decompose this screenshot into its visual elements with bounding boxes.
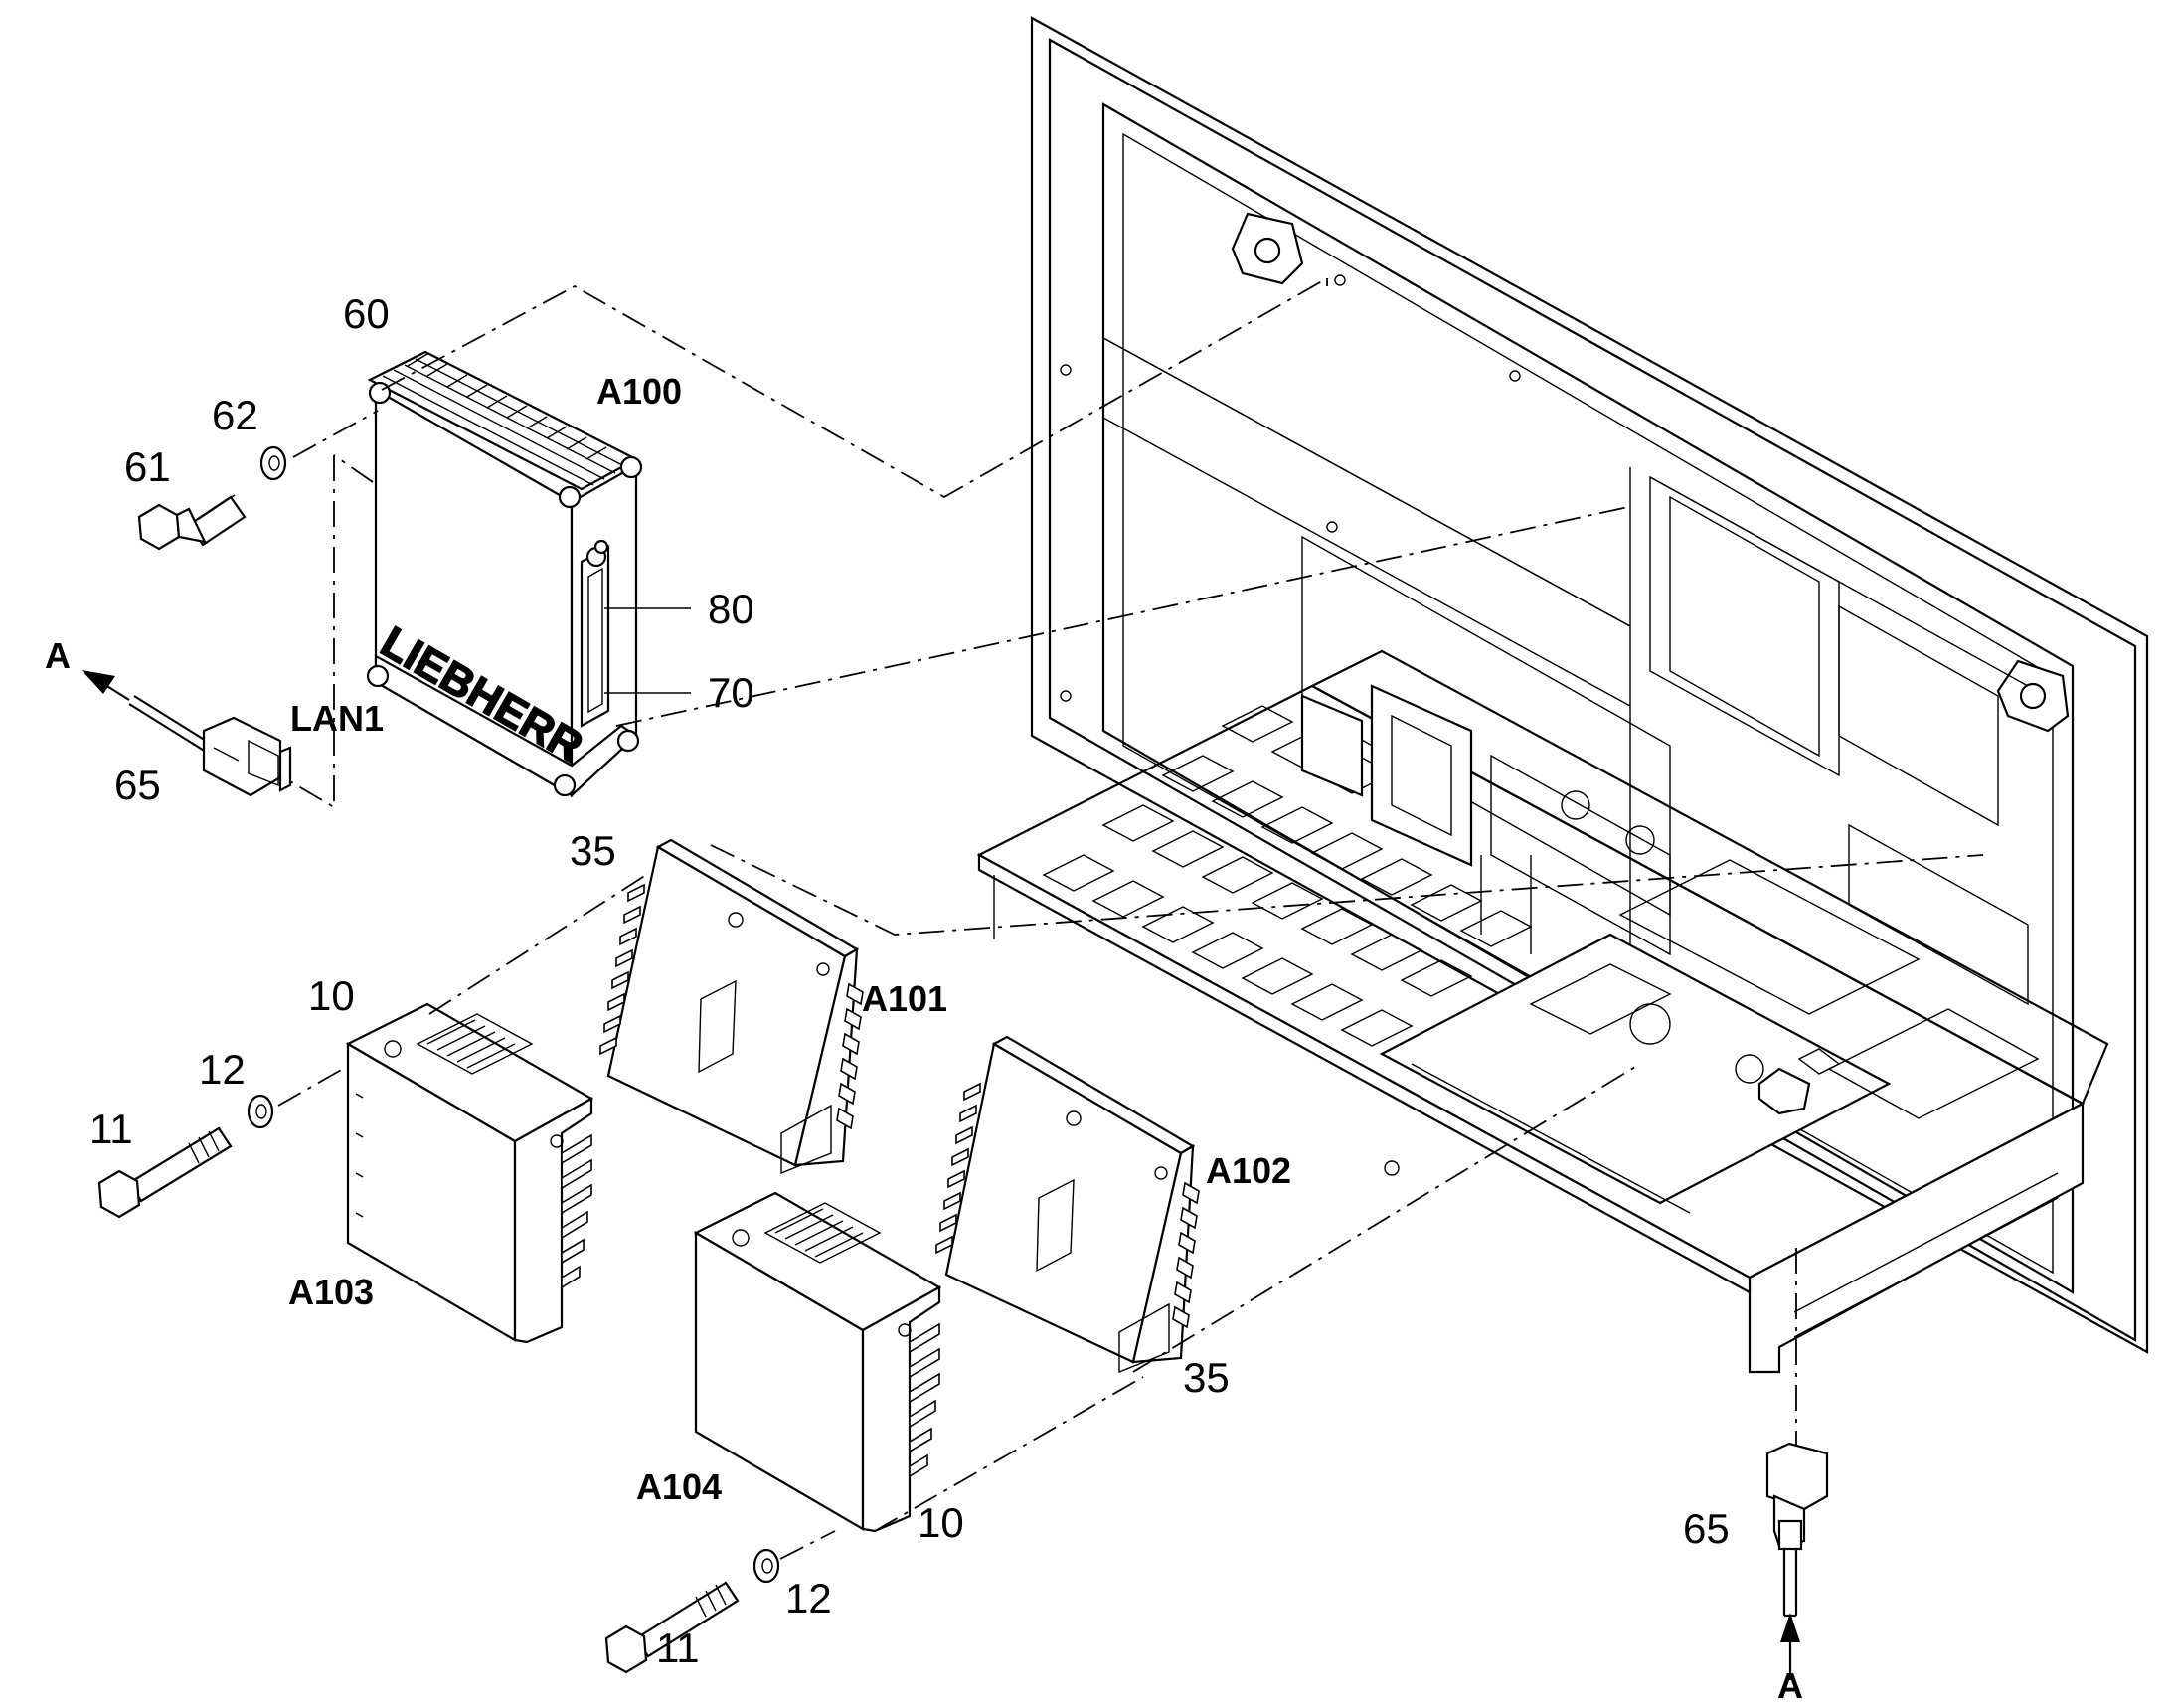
washer-12-right — [752, 1548, 780, 1584]
bolt-61 — [137, 494, 247, 551]
washer-62 — [259, 445, 287, 481]
connector-65-left — [128, 695, 292, 797]
callout-70: 70 — [708, 669, 754, 716]
bolt-11-left — [97, 1126, 233, 1219]
module-a102 — [935, 1035, 1200, 1374]
callout-12-right: 12 — [785, 1575, 832, 1622]
controller-a100: LIEBHERR — [366, 350, 643, 798]
callout-35-right: 35 — [1183, 1354, 1230, 1401]
arrow-a-left — [82, 670, 130, 701]
ref-a101: A101 — [862, 978, 947, 1019]
callout-10-left: 10 — [308, 972, 355, 1019]
callout-80: 80 — [708, 586, 754, 632]
callout-65-right: 65 — [1683, 1505, 1730, 1552]
ref-a104: A104 — [636, 1466, 722, 1507]
ref-a100: A100 — [596, 371, 682, 412]
callout-10-right: 10 — [918, 1499, 964, 1546]
callout-35-top: 35 — [570, 827, 616, 874]
callout-61: 61 — [124, 443, 171, 490]
callout-62: 62 — [212, 392, 258, 438]
callout-11-right: 11 — [656, 1624, 700, 1671]
ref-a103: A103 — [288, 1272, 374, 1312]
ref-a102: A102 — [1206, 1150, 1291, 1191]
ref-arrow-a-bottom: A — [1777, 1665, 1803, 1703]
callout-11-left: 11 — [89, 1106, 133, 1152]
connector-65-bottom — [1765, 1442, 1829, 1618]
arrow-a-bottom — [1780, 1613, 1800, 1680]
module-a104 — [693, 1191, 942, 1533]
bolt-11-right — [604, 1581, 740, 1674]
module-a103 — [345, 1002, 594, 1344]
ref-arrow-a-left: A — [45, 635, 71, 676]
mounting-tray — [976, 649, 2109, 1374]
ref-lan1: LAN1 — [290, 698, 384, 739]
callout-65-left: 65 — [114, 762, 161, 808]
module-a101 — [599, 838, 864, 1175]
callout-60: 60 — [343, 290, 390, 337]
washer-12-left — [247, 1094, 274, 1129]
callout-12-left: 12 — [199, 1046, 246, 1093]
mounting-panel — [1030, 16, 2149, 1354]
assembly-lines — [277, 277, 1984, 1560]
